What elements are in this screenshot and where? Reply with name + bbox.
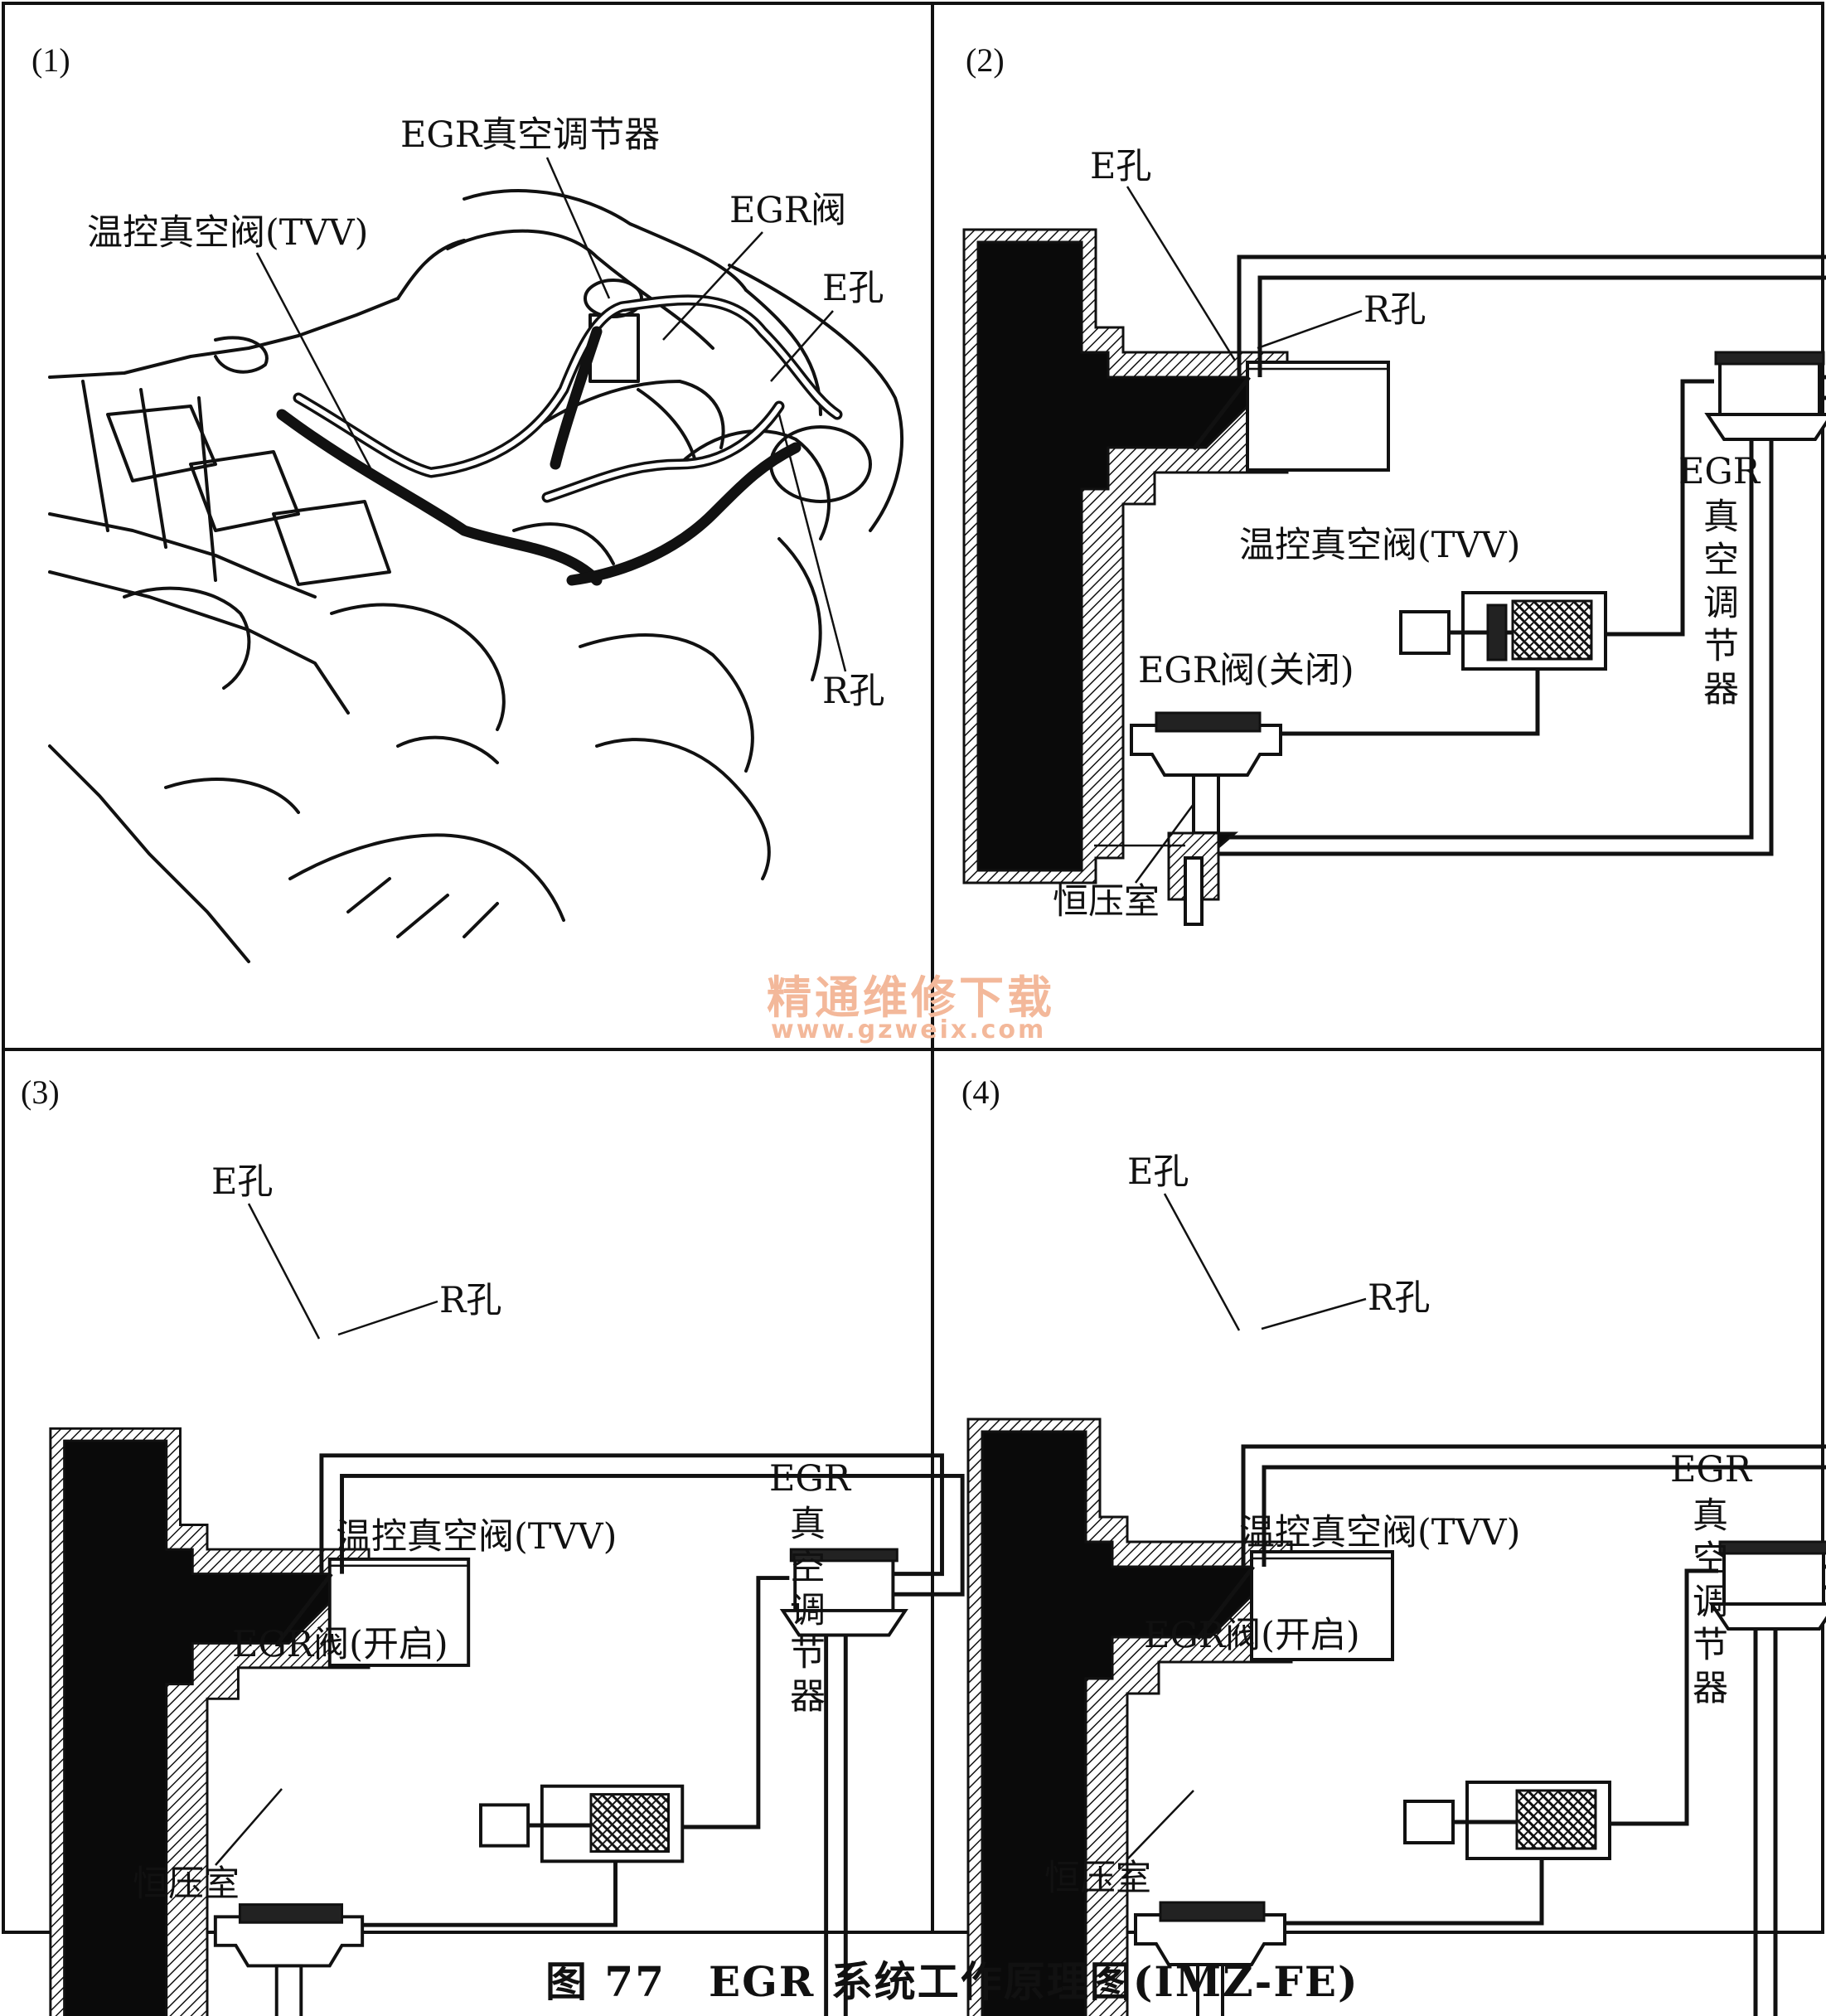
panel-3-constant-pressure-chamber: 恒压室 (133, 1863, 240, 1905)
svg-text:EGR: EGR (1678, 451, 1761, 492)
svg-text:节: 节 (1693, 1625, 1728, 1666)
watermark-title: 精通维修下载 (767, 972, 1055, 1024)
svg-text:节: 节 (1703, 626, 1739, 667)
panel-2-egr-valve: EGR阀(关闭) (1138, 650, 1354, 691)
svg-text:真: 真 (1693, 1495, 1728, 1537)
figure-caption: 图 77 EGR 系统工作原理图(IMZ-FE) (545, 1957, 1359, 2006)
panel-4-tvv: 温控真空阀(TVV) (1239, 1512, 1520, 1553)
panel-3-r-port: R孔 (439, 1280, 501, 1321)
label-e-port: E孔 (822, 268, 884, 309)
panel-2-modulator-label: EGR 真 空 调 节 器 (1678, 451, 1761, 710)
panel-3: (3) E孔 R孔 温控真空阀(TVV) EGR阀(开启) 恒压室 EGR 真 … (21, 1073, 962, 2016)
vacuum-hoses (276, 294, 843, 586)
svg-text:空: 空 (790, 1547, 826, 1588)
svg-text:真: 真 (790, 1504, 826, 1545)
panel-4-constant-pressure-chamber: 恒压室 (1044, 1858, 1151, 1899)
svg-text:节: 节 (790, 1633, 826, 1674)
watermark: 精通维修下载 www.gzweix.com (767, 972, 1055, 1044)
panel-2-e-port: E孔 (1090, 146, 1151, 187)
panel-4-r-port: R孔 (1368, 1277, 1430, 1319)
svg-text:器: 器 (790, 1676, 826, 1718)
svg-text:真: 真 (1703, 497, 1739, 538)
svg-text:调: 调 (1703, 583, 1739, 624)
panel-3-modulator-label: EGR 真 空 调 节 器 (769, 1458, 852, 1718)
label-egr-valve: EGR阀 (729, 190, 846, 231)
svg-text:EGR: EGR (1670, 1449, 1753, 1490)
svg-text:器: 器 (1703, 669, 1739, 710)
panel-4-number: (4) (961, 1073, 1000, 1111)
panel-2-r-port: R孔 (1363, 289, 1426, 331)
panel-2-number: (2) (966, 41, 1005, 79)
panel-3-tvv: 温控真空阀(TVV) (336, 1516, 617, 1558)
tvv-plunger-closed (1486, 603, 1508, 662)
label-egr-vacuum-modulator: EGR真空调节器 (400, 114, 660, 156)
label-tvv: 温控真空阀(TVV) (87, 212, 368, 254)
panel-4-e-port: E孔 (1127, 1151, 1189, 1193)
panel-4-modulator-label: EGR 真 空 调 节 器 (1670, 1449, 1753, 1709)
svg-text:调: 调 (790, 1590, 826, 1631)
svg-text:EGR: EGR (769, 1458, 852, 1500)
panel-2-constant-pressure-chamber: 恒压室 (1053, 881, 1160, 923)
panel-3-e-port: E孔 (211, 1161, 273, 1203)
svg-text:空: 空 (1703, 540, 1739, 581)
svg-text:器: 器 (1693, 1668, 1728, 1709)
panel-2-schematic (964, 230, 1826, 924)
label-r-port: R孔 (822, 671, 884, 712)
panel-1-number: (1) (31, 41, 70, 79)
engine-sketch (48, 189, 904, 963)
panel-3-egr-valve: EGR阀(开启) (232, 1624, 448, 1665)
svg-text:空: 空 (1693, 1539, 1728, 1580)
panel-4: (4) E孔 R孔 温控真空阀(TVV) EGR阀(开启) 恒压室 EGR 真 … (961, 1073, 1826, 2016)
watermark-url: www.gzweix.com (771, 1015, 1046, 1044)
figure-frame (2, 2, 1824, 1934)
panel-1: (1) (31, 41, 904, 963)
panel-4-egr-valve: EGR阀(开启) (1144, 1615, 1360, 1656)
panel-2: (2) E孔 R孔 温控真空阀(TVV) EGR阀(关闭) 恒压室 EGR 真 … (964, 41, 1826, 924)
panel-3-number: (3) (21, 1073, 60, 1111)
panel-1-labels: EGR真空调节器 温控真空阀(TVV) EGR阀 E孔 R孔 (87, 114, 884, 712)
svg-text:调: 调 (1693, 1582, 1728, 1623)
panel-2-tvv: 温控真空阀(TVV) (1239, 525, 1520, 566)
